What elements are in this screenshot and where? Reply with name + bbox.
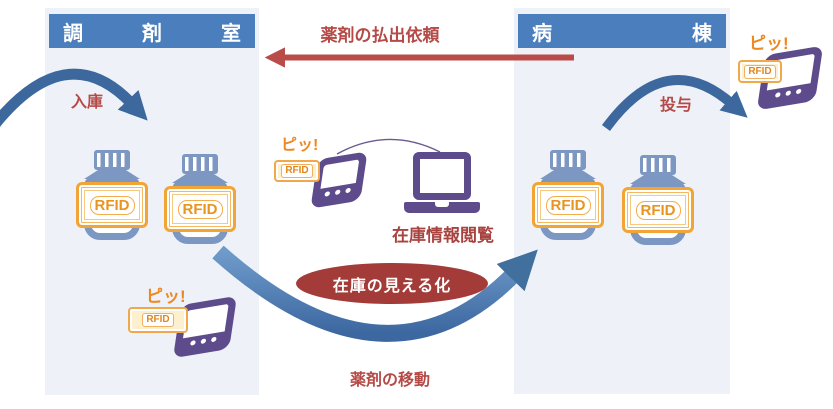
rfid-tag-icon: RFID bbox=[274, 160, 320, 182]
beep-text: ピッ! bbox=[281, 137, 319, 154]
transfer-flow-label: 薬剤の移動 bbox=[349, 372, 430, 389]
beep-text: ピッ! bbox=[146, 287, 186, 306]
rfid-tag-icon: RFID bbox=[738, 60, 782, 83]
inbound-flow-label: 入庫 bbox=[71, 94, 104, 111]
bottle-cap bbox=[640, 155, 676, 175]
inventory-visualization-badge: 在庫の見える化 bbox=[296, 263, 488, 304]
inventory-viewer-label: 在庫情報閲覧 bbox=[392, 226, 494, 245]
medicine-bottle-icon: RFID bbox=[76, 150, 148, 242]
bottle-cap bbox=[550, 150, 586, 170]
beep-text: ピッ! bbox=[749, 34, 789, 53]
ward-title: 病棟 bbox=[518, 14, 726, 48]
request-flow-label: 薬剤の払出依頼 bbox=[320, 26, 440, 45]
medicine-bottle-icon: RFID bbox=[532, 150, 604, 242]
rfid-label: RFID bbox=[76, 182, 148, 228]
medicine-bottle-icon: RFID bbox=[164, 154, 236, 246]
rfid-tag-icon: RFID bbox=[128, 307, 188, 333]
laptop-icon bbox=[404, 152, 480, 213]
rfid-label: RFID bbox=[532, 182, 604, 228]
medicine-bottle-icon: RFID bbox=[622, 155, 694, 247]
rfid-label: RFID bbox=[622, 187, 694, 233]
administer-flow-label: 投与 bbox=[660, 97, 693, 114]
bottle-cap bbox=[94, 150, 130, 170]
rfid-label: RFID bbox=[164, 186, 236, 232]
dispensing-room-title: 調剤室 bbox=[49, 14, 255, 48]
bottle-cap bbox=[182, 154, 218, 174]
